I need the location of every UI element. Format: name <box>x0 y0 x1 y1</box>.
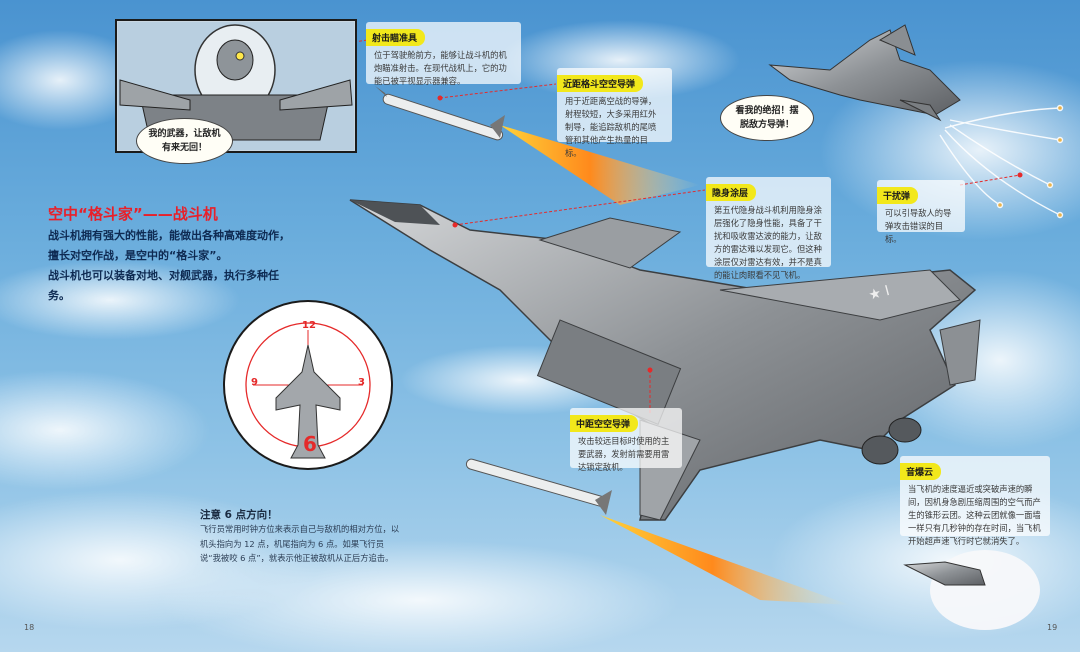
label-stealth: 隐身涂层 第五代隐身战斗机利用隐身涂层强化了隐身性能，具备了干扰和吸收雷达波的能… <box>706 177 831 280</box>
label-flare: 干扰弹 可以引导敌人的导弹攻击错误的目标。 <box>877 180 965 244</box>
main-fighter-jet: ★ Ⅰ <box>349 199 981 521</box>
clock-12: 12 <box>302 320 316 331</box>
clock-6: 6 <box>303 432 317 456</box>
enemy-speech-text: 看我的绝招！摆脱敌方导弹！ <box>735 106 799 130</box>
label-tag: 中距空空导弹 <box>570 415 639 432</box>
label-tag: 近距格斗空空导弹 <box>557 75 644 92</box>
note-body: 飞行员常用时钟方位来表示自己与敌机的相对方位，以机头指向为 12 点，机尾指向为… <box>200 524 400 563</box>
label-tag: 干扰弹 <box>877 187 919 204</box>
supersonic-jet <box>903 550 1040 630</box>
label-short-missile: 近距格斗空空导弹 用于近距离空战的导弹，射程较短，大多采用红外制导，能追踪敌机的… <box>557 68 672 158</box>
intro-line: 战斗机也可以装备对地、对舰武器，执行多种任务。 <box>48 269 279 302</box>
clock-9: 9 <box>251 377 258 388</box>
label-desc: 第五代隐身战斗机利用隐身涂层强化了隐身性能，具备了干扰和吸收雷达波的能力，让敌方… <box>714 205 822 280</box>
label-desc: 当飞机的速度逼近或突破声速的瞬间，因机身急剧压缩周围的空气而产生的锥形云团。这种… <box>908 484 1041 546</box>
label-mid-missile: 中距空空导弹 攻击较远目标时使用的主要武器，发射前需要用雷达锁定敌机。 <box>570 408 682 472</box>
pilot-speech-text: 我的武器，让敌机有来无回！ <box>148 129 221 153</box>
intro-line: 擅长对空作战，是空中的“格斗家”。 <box>48 249 228 262</box>
label-sight: 射击瞄准具 位于驾驶舱前方，能够让战斗机的机炮瞄准射击。在现代战机上，它的功能已… <box>366 22 521 86</box>
clock-3: 3 <box>358 377 365 388</box>
label-desc: 可以引导敌人的导弹攻击错误的目标。 <box>885 208 952 244</box>
page-number-right: 19 <box>1047 623 1058 632</box>
label-tag: 射击瞄准具 <box>366 29 426 46</box>
flares <box>939 104 1064 219</box>
clock-diagram <box>223 300 393 470</box>
label-tag: 隐身涂层 <box>706 184 757 201</box>
enemy-speech-bubble: 看我的绝招！摆脱敌方导弹！ <box>720 95 814 141</box>
label-tag: 音爆云 <box>900 463 942 480</box>
label-desc: 用于近距离空战的导弹，射程较短，大多采用红外制导，能追踪敌机的尾喷管和其他产生热… <box>565 96 657 158</box>
page-headline: 空中“格斗家”——战斗机 <box>48 205 218 223</box>
mid-range-missile <box>465 458 850 605</box>
label-desc: 攻击较远目标时使用的主要武器，发射前需要用雷达锁定敌机。 <box>578 436 670 472</box>
label-vapor: 音爆云 当飞机的速度逼近或突破声速的瞬间，因机身急剧压缩周围的空气而产生的锥形云… <box>900 456 1050 546</box>
note-title: 注意 6 点方向！ <box>200 509 278 521</box>
page-number-left: 18 <box>24 623 35 632</box>
intro-line: 战斗机拥有强大的性能，能做出各种高难度动作， <box>48 229 290 242</box>
short-range-missile <box>375 86 700 205</box>
cockpit-inset <box>115 19 357 153</box>
enemy-fighter-jet <box>768 24 961 122</box>
label-desc: 位于驾驶舱前方，能够让战斗机的机炮瞄准射击。在现代战机上，它的功能已被平视显示器… <box>374 50 507 86</box>
intro-text: 战斗机拥有强大的性能，能做出各种高难度动作， 擅长对空作战，是空中的“格斗家”。… <box>48 226 298 306</box>
svg-text:★ Ⅰ: ★ Ⅰ <box>867 283 892 304</box>
pilot-speech-bubble: 我的武器，让敌机有来无回！ <box>136 118 233 164</box>
